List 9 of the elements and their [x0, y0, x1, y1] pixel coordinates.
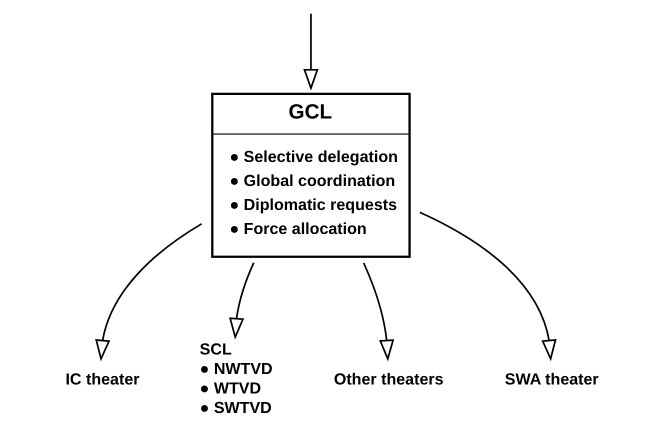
arrow — [228, 262, 255, 340]
arrow — [95, 223, 202, 362]
arrow — [362, 262, 394, 362]
arrow — [303, 14, 319, 91]
node-text: IC theater — [65, 370, 140, 388]
node-text: SWA theater — [504, 370, 599, 388]
node-text: SCL ● NWTVD ● WTVD ● SWTVD — [200, 340, 273, 417]
arrow — [420, 212, 557, 362]
node-text: Other theaters — [334, 370, 444, 388]
